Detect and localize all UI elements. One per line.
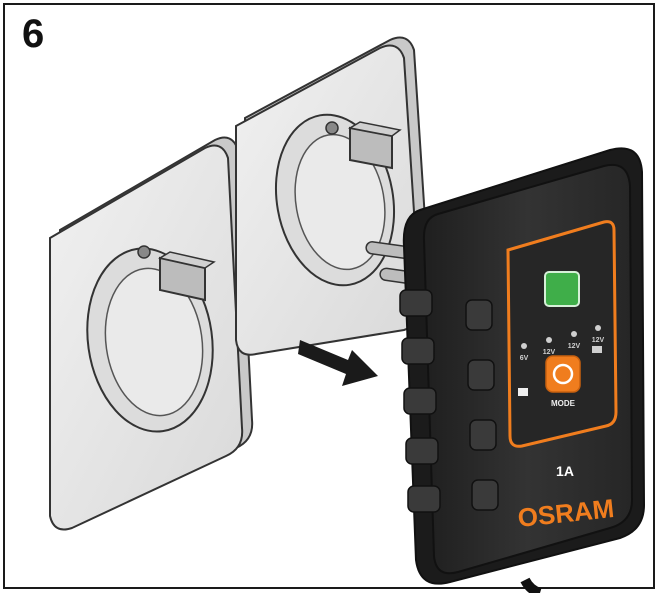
- voltage-label-1: 6V: [520, 355, 529, 362]
- step-number: 6: [22, 12, 45, 56]
- pull-direction-arrow: [298, 340, 378, 386]
- voltage-label-4: 12V: [592, 337, 605, 344]
- voltage-label-2: 12V: [543, 349, 556, 356]
- voltage-label-3: 12V: [568, 343, 581, 350]
- rating-label: 1A: [556, 463, 574, 479]
- mode-label: MODE: [551, 399, 576, 408]
- battery-charger: [399, 147, 646, 593]
- wall-socket-left: [49, 136, 254, 531]
